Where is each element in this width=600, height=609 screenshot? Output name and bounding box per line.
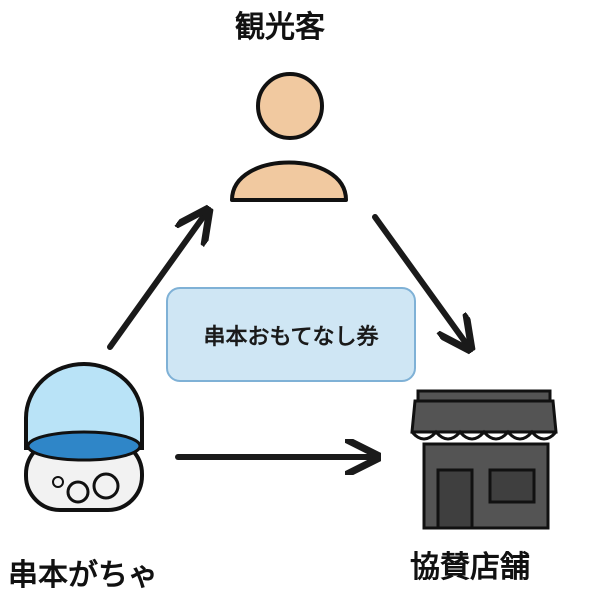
arrow-tourist-to-shops bbox=[372, 214, 468, 346]
capsule-toy-icon bbox=[24, 362, 144, 512]
voucher-box: 串本おもてなし券 bbox=[166, 287, 416, 382]
shops-label: 協賛店舗 bbox=[370, 540, 570, 596]
person-icon bbox=[230, 72, 348, 202]
storefront-icon bbox=[410, 389, 558, 530]
arrow-gacha-to-tourist bbox=[107, 213, 206, 350]
gacha-label: 串本がちゃ bbox=[0, 548, 200, 604]
tourist-label: 観光客 bbox=[155, 0, 405, 56]
